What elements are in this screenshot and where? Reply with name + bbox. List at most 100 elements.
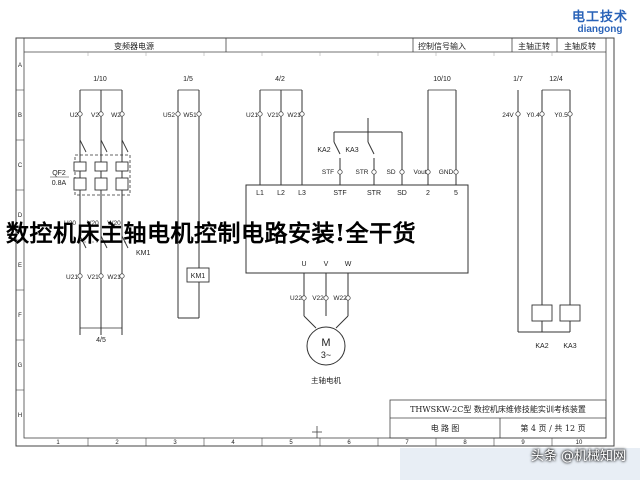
row-label: G — [18, 363, 23, 369]
title-block-page: 第 4 页 / 共 12 页 — [520, 423, 585, 433]
headline-overlay: 数控机床主轴电机控制电路安装!全干货 — [6, 220, 417, 247]
label-v22: V22 — [312, 295, 324, 302]
inverter-l3: L3 — [298, 190, 306, 197]
km1-contact-label: KM1 — [136, 250, 151, 257]
column-label: 4 — [231, 440, 235, 446]
spindle-motor — [306, 326, 346, 366]
supply-wires — [79, 90, 123, 335]
km1-coil — [186, 267, 210, 283]
km1-main-contacts — [79, 235, 130, 249]
after-km-terminals — [77, 273, 125, 279]
motor-phase: 3~ — [321, 350, 331, 360]
analog-terminals — [425, 169, 459, 175]
column-label: 8 — [463, 440, 467, 446]
inverter-str: STR — [367, 190, 381, 197]
ref-4-2: 4/2 — [275, 76, 285, 83]
inverter-v: V — [324, 261, 329, 268]
brand-logo: 电工技术 diangong — [572, 6, 628, 35]
inverter-input-wires — [259, 90, 303, 185]
ka2-coil — [531, 304, 553, 322]
label-sd: SD — [386, 169, 395, 176]
qf2-contacts — [79, 139, 129, 153]
column-label: 2 — [115, 440, 119, 446]
label-24v: 24V — [502, 112, 514, 119]
label-w51: W51 — [183, 112, 197, 119]
ka3-label: KA3 — [345, 147, 358, 154]
relay-wires — [517, 90, 571, 333]
header-inverter-power: 变频器电源 — [114, 41, 154, 51]
row-ruler — [16, 89, 24, 391]
label-stf: STF — [322, 169, 334, 176]
motor-wires — [303, 273, 349, 329]
watermark: 头条 @机械知网 — [530, 449, 626, 464]
label-u21-lower: U21 — [66, 274, 78, 281]
column-label: 5 — [289, 440, 293, 446]
ref-4-5: 4/5 — [96, 337, 106, 344]
ref-1-7: 1/7 — [513, 76, 523, 83]
column-label: 6 — [347, 440, 351, 446]
label-str: STR — [356, 169, 369, 176]
label-u20: U20 — [64, 220, 76, 227]
ground-symbol — [312, 426, 322, 438]
column-ruler — [24, 438, 606, 447]
label-y04: Y0.4 — [526, 112, 540, 119]
inverter-5: 5 — [454, 190, 458, 197]
header-control-input: 控制信号输入 — [418, 41, 466, 51]
label-vout: Vout — [413, 169, 426, 176]
inverter-u: U — [301, 261, 306, 268]
ka3-coil-label: KA3 — [563, 343, 576, 350]
column-label: 3 — [173, 440, 177, 446]
grid-ticks — [87, 52, 553, 56]
inverter-l1: L1 — [256, 190, 264, 197]
header-fwd: 主轴正转 — [518, 41, 550, 51]
ref-10-10: 10/10 — [433, 76, 451, 83]
supply-terminals — [77, 111, 125, 117]
ka2-coil-label: KA2 — [535, 343, 548, 350]
row-label: C — [18, 163, 23, 169]
label-v2: V2 — [91, 112, 99, 119]
row-label: F — [18, 313, 22, 319]
label-u21: U21 — [246, 112, 258, 119]
title-block-drawing: 电 路 图 — [431, 423, 459, 433]
label-v20: V20 — [87, 220, 99, 227]
row-label: E — [18, 263, 22, 269]
label-u52: U52 — [163, 112, 175, 119]
inner-frame — [23, 37, 607, 439]
qf2-rating: 0.8A — [52, 180, 67, 187]
title-block — [389, 399, 607, 439]
inverter-2: 2 — [426, 190, 430, 197]
label-gnd: GND — [439, 169, 454, 176]
qf2-breaker-poles — [73, 161, 129, 191]
control-contacts — [333, 118, 403, 185]
label-w21: W21 — [287, 112, 301, 119]
motor-label: 主轴电机 — [311, 375, 341, 385]
row-labels: A B C D E F G H — [18, 63, 23, 419]
column-label: 9 — [521, 440, 525, 446]
coil-wires — [177, 90, 200, 319]
inverter-stf: STF — [333, 190, 346, 197]
ref-12-4: 12/4 — [549, 76, 563, 83]
row-label: D — [18, 213, 23, 219]
brand-name-en: diangong — [577, 24, 623, 35]
relay-terminals — [515, 111, 573, 117]
analog-wires — [427, 90, 457, 185]
ka3-coil — [559, 304, 581, 322]
label-u22: U22 — [290, 295, 302, 302]
column-labels: 1 2 3 4 5 6 7 8 9 10 — [56, 440, 583, 446]
inverter-box — [245, 184, 469, 274]
column-label: 10 — [576, 440, 583, 446]
watermark-backdrop — [400, 448, 640, 480]
label-v21-lower: V21 — [87, 274, 99, 281]
header-band — [24, 38, 606, 53]
ka2-label: KA2 — [317, 147, 330, 154]
label-y05: Y0.5 — [554, 112, 568, 119]
label-w2: W2 — [111, 112, 121, 119]
label-v21: V21 — [267, 112, 279, 119]
row-label: A — [18, 63, 22, 69]
label-u2: U2 — [70, 112, 79, 119]
km1-coil-label: KM1 — [191, 273, 206, 280]
motor-terminals — [301, 295, 351, 301]
inverter-w: W — [345, 261, 352, 268]
inverter-input-terminals — [257, 111, 305, 117]
